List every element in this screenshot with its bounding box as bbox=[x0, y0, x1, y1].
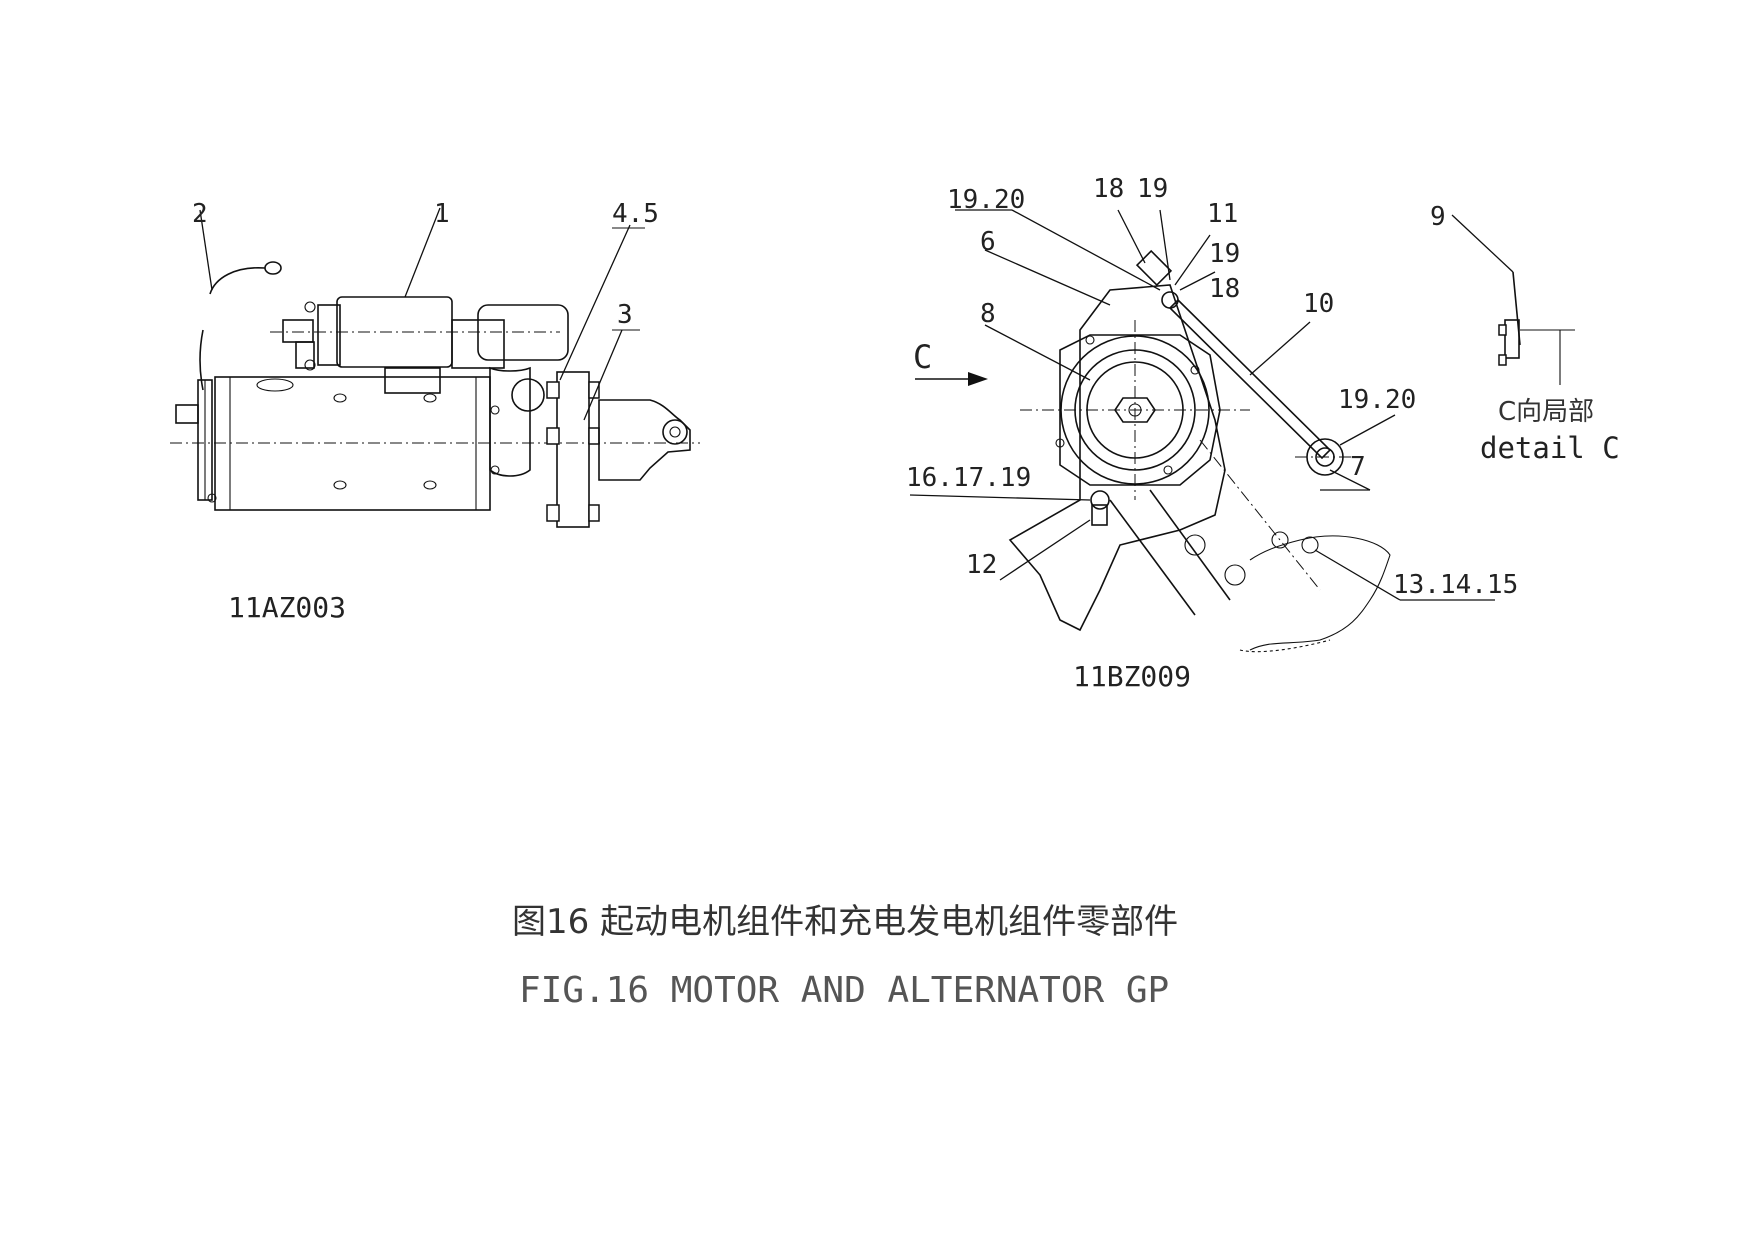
callout-19-top: 19 bbox=[1137, 174, 1168, 204]
engine-casting-edge bbox=[1249, 535, 1391, 651]
callout-2: 2 bbox=[192, 199, 208, 229]
callout-10: 10 bbox=[1303, 289, 1334, 319]
alternator-callouts bbox=[909, 209, 1495, 601]
detail-plate bbox=[1504, 319, 1520, 359]
starter-drawing-code: 11AZ003 bbox=[228, 591, 346, 624]
alternator-drawing bbox=[1008, 249, 1391, 653]
figure-caption-en: FIG.16 MOTOR AND ALTERNATOR GP bbox=[519, 970, 1169, 1011]
alternator-housing bbox=[1059, 334, 1221, 486]
callout-3: 3 bbox=[617, 300, 633, 330]
rear-terminal bbox=[175, 404, 199, 424]
alternator-drawing-code: 11BZ009 bbox=[1073, 660, 1191, 693]
view-arrow-c bbox=[915, 372, 988, 386]
adjusting-link bbox=[1168, 298, 1332, 460]
callout-4-5: 4.5 bbox=[612, 199, 659, 229]
callout-18-top: 18 bbox=[1093, 174, 1124, 204]
detail-c-drawing bbox=[1451, 214, 1575, 385]
callout-7: 7 bbox=[1350, 452, 1366, 482]
drive-housing-top bbox=[477, 304, 569, 361]
callout-12: 12 bbox=[966, 550, 997, 580]
detail-c-label-zh: C向局部 bbox=[1498, 397, 1594, 427]
detail-c-label-en: detail C bbox=[1480, 431, 1620, 465]
mounting-flange bbox=[556, 371, 590, 528]
starter-motor-drawing bbox=[170, 261, 700, 528]
callout-6: 6 bbox=[980, 227, 996, 257]
link-bolt bbox=[1135, 249, 1173, 287]
callout-16-17-19: 16.17.19 bbox=[906, 463, 1031, 493]
callout-9: 9 bbox=[1430, 202, 1446, 232]
callout-8: 8 bbox=[980, 299, 996, 329]
figure-caption-zh: 图16 起动电机组件和充电发电机组件零部件 bbox=[512, 902, 1178, 942]
callout-11: 11 bbox=[1207, 199, 1238, 229]
solenoid-bracket bbox=[384, 367, 441, 394]
starter-cable bbox=[209, 267, 266, 295]
cable-lug-eye bbox=[264, 261, 282, 275]
view-arrow-label: C bbox=[913, 338, 932, 376]
solenoid-cap bbox=[317, 304, 341, 366]
pinion-nose bbox=[598, 399, 691, 481]
callout-19-20-right: 19.20 bbox=[1338, 385, 1416, 415]
callout-19-20-top: 19.20 bbox=[947, 185, 1025, 215]
nose-housing bbox=[489, 366, 531, 477]
callout-19-mid: 19 bbox=[1209, 239, 1240, 269]
pivot-bolt bbox=[1090, 490, 1110, 510]
callout-18-mid: 18 bbox=[1209, 274, 1240, 304]
callout-1: 1 bbox=[434, 199, 450, 229]
starter-callouts bbox=[199, 207, 645, 421]
solenoid-terminal bbox=[282, 319, 314, 343]
callout-13-14-15: 13.14.15 bbox=[1393, 570, 1518, 600]
cable-lower bbox=[199, 329, 204, 391]
